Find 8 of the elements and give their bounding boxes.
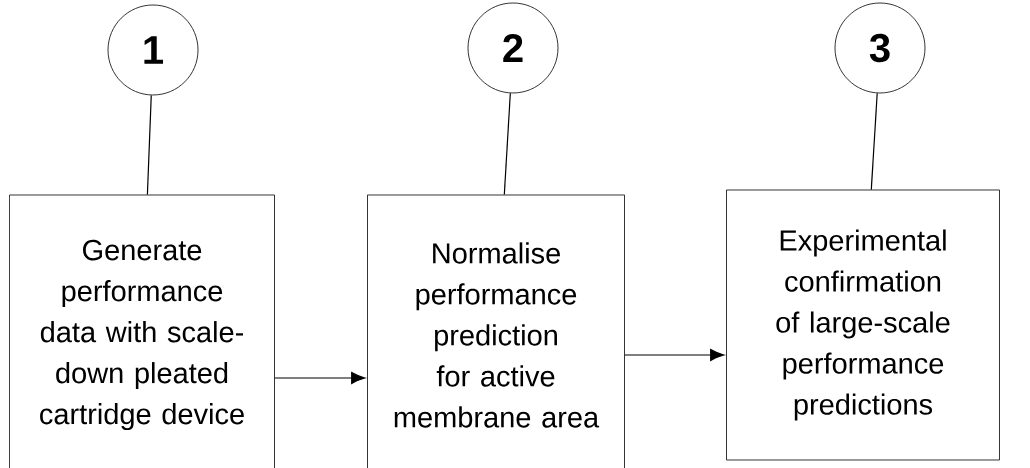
connector-line	[503, 92, 511, 196]
arrow	[624, 348, 725, 361]
process-box: Normalise performance prediction for active membrane area	[367, 194, 625, 468]
process-box: Generate performance data with scale-down pleated cartridge device	[9, 194, 275, 468]
connector-line	[870, 92, 878, 191]
arrow	[274, 371, 366, 384]
connector-line	[146, 94, 152, 196]
process-box: Experimental confirmation of large-scale performance predictions	[726, 189, 1000, 461]
